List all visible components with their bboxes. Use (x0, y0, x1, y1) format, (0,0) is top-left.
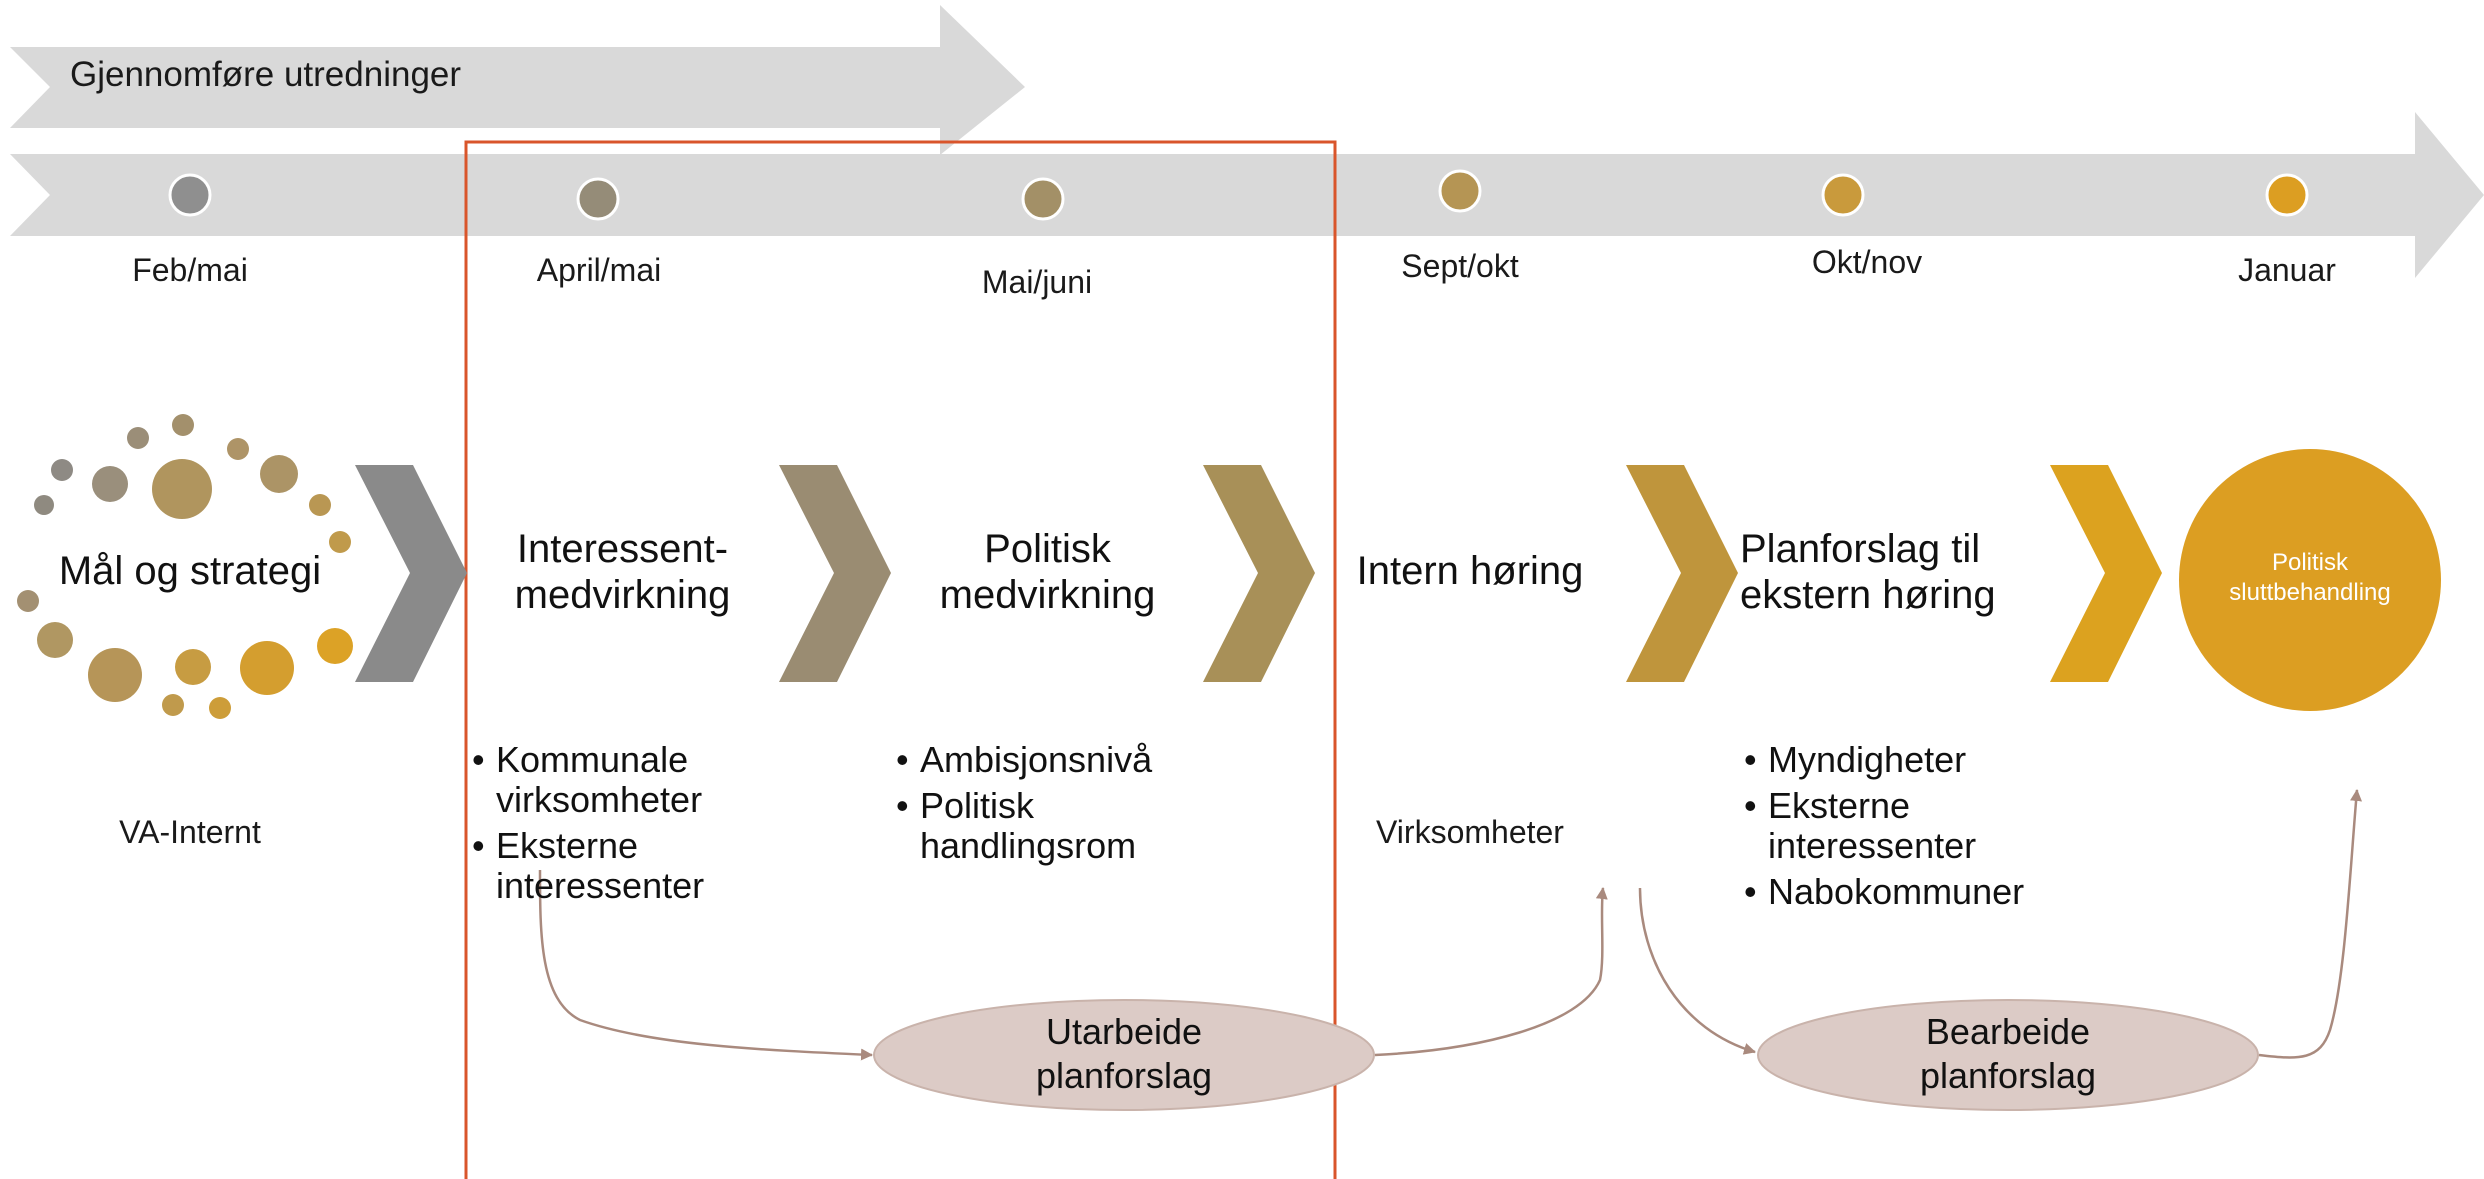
milestone-dot (2265, 173, 2309, 217)
political-title-line1: Politisk (984, 527, 1111, 571)
cluster-dot (17, 590, 39, 612)
list-item: Kommunale virksomheter (472, 740, 772, 820)
cluster-dot (175, 649, 211, 685)
rework-label-line2: planforslag (1919, 1055, 2097, 1096)
cluster-dot (127, 427, 149, 449)
rework-label-line1: Bearbeide (1925, 1011, 2091, 1052)
proposal-title: Planforslag til ekstern høring (1740, 526, 2050, 618)
proposal-title-line2: ekstern høring (1740, 573, 1996, 617)
political-title: Politisk medvirkning (895, 526, 1200, 618)
rework-label: Bearbeide planforslag (1808, 1010, 2208, 1098)
milestone-label: Sept/okt (1401, 248, 1519, 284)
milestone-label: Feb/mai (132, 252, 248, 288)
connector-to-prepare (538, 869, 873, 1061)
cluster-dot (152, 459, 212, 519)
chevron-4 (1626, 465, 1738, 682)
top-arrow-label: Gjennomføre utredninger (70, 55, 462, 94)
list-item: Eksterne interessenter (472, 826, 772, 906)
prepare-label-line1: Utarbeide (1045, 1011, 1203, 1052)
cluster-dot (209, 697, 231, 719)
milestone-dot (1821, 173, 1865, 217)
prepare-bubble (873, 999, 1375, 1111)
cluster-dot (317, 628, 353, 664)
chevron-5 (2050, 465, 2162, 682)
cluster-dot (92, 466, 128, 502)
rework-bubble (1757, 999, 2259, 1111)
cluster-dot (260, 455, 298, 493)
internal-title: Intern høring (1356, 549, 1584, 593)
goals-sub: VA-Internt (119, 814, 261, 850)
stakeholder-title: Interessent- medvirkning (470, 526, 775, 618)
cluster-dot (240, 641, 294, 695)
cluster-dot (309, 494, 331, 516)
stakeholder-title-line2: medvirkning (514, 573, 731, 617)
cluster-dot (88, 648, 142, 702)
milestone-dot (1438, 169, 1482, 213)
stakeholder-title-line1: Interessent- (516, 527, 729, 571)
prepare-label-line2: planforslag (1035, 1055, 1213, 1096)
cluster-dot (51, 459, 73, 481)
list-item: Nabokommuner (1744, 872, 2064, 913)
highlight-frame (464, 140, 1337, 1179)
proposal-title-line1: Planforslag til (1740, 527, 1981, 571)
milestone-label: Januar (2238, 252, 2336, 288)
list-item: Ambisjonsnivå (896, 740, 1196, 781)
chevron-3 (1203, 465, 1315, 682)
goal-dot-cluster (17, 414, 353, 719)
cluster-dot (162, 694, 184, 716)
final-label-line2: sluttbehandling (2229, 579, 2391, 606)
prepare-label: Utarbeide planforslag (924, 1010, 1324, 1098)
top-arrow-band (10, 5, 1025, 155)
timeline-arrow-band (10, 112, 2484, 278)
final-label-line1: Politisk (2271, 549, 2349, 576)
chevron-2 (779, 465, 891, 682)
chevron-1 (355, 465, 467, 682)
cluster-dot (227, 438, 249, 460)
list-item: Politisk handlingsrom (896, 786, 1196, 866)
milestone-dot (168, 173, 212, 217)
final-label: Politisk sluttbehandling (2180, 548, 2440, 608)
final-circle (2179, 449, 2441, 711)
list-item: Myndigheter (1744, 740, 2064, 781)
connector-to-final (2258, 789, 2363, 1059)
milestone-label: Mai/juni (981, 264, 1093, 300)
proposal-bullets: Myndigheter Eksterne interessenter Nabok… (1744, 740, 2064, 918)
connector-to-rework (1638, 887, 1756, 1055)
political-title-line2: medvirkning (939, 573, 1156, 617)
milestone-dot (1021, 177, 1065, 221)
internal-sub: Virksomheter (1376, 814, 1564, 850)
cluster-dot (329, 531, 351, 553)
cluster-dot (34, 495, 54, 515)
cluster-dot (172, 414, 194, 436)
political-bullets: Ambisjonsnivå Politisk handlingsrom (896, 740, 1196, 872)
milestone-label: April/mai (536, 252, 662, 288)
milestone-label: Okt/nov (1811, 244, 1923, 280)
goals-title: Mål og strategi (58, 549, 322, 593)
list-item: Eksterne interessenter (1744, 786, 2064, 866)
milestone-dot (576, 177, 620, 221)
cluster-dot (37, 622, 73, 658)
connector-to-internal (1374, 887, 1608, 1057)
stakeholder-bullets: Kommunale virksomheter Eksterne interess… (472, 740, 772, 912)
